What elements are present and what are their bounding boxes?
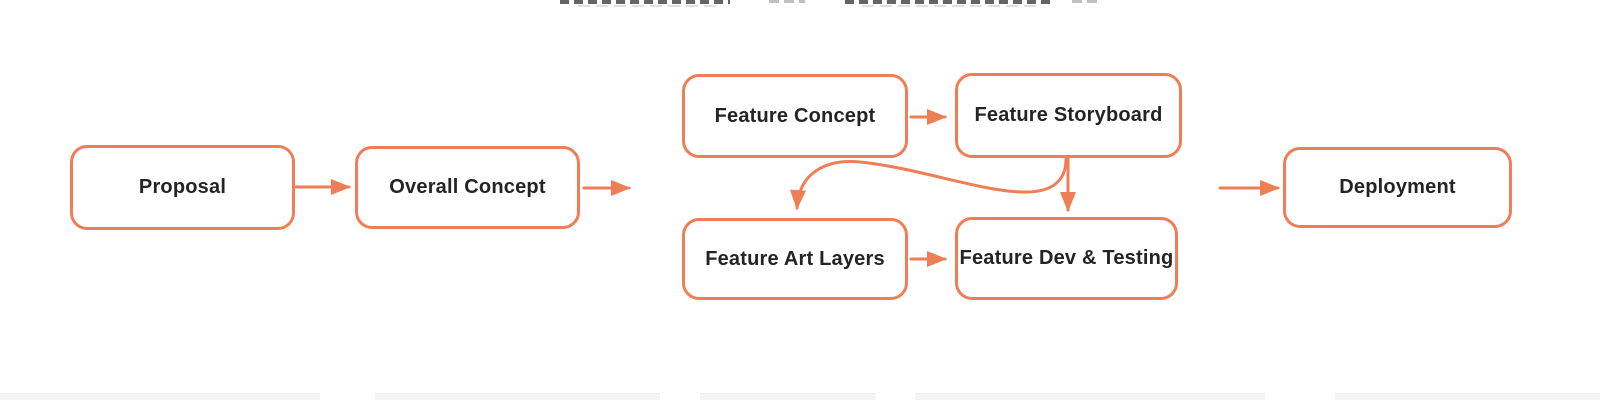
node-deployment: Deployment — [1283, 147, 1512, 228]
node-feature-art-layers: Feature Art Layers — [682, 218, 908, 300]
node-label: Feature Dev & Testing — [959, 247, 1174, 269]
cropped-element-fragment — [700, 393, 875, 400]
node-label: Proposal — [138, 176, 227, 198]
node-proposal: Proposal — [70, 145, 295, 230]
cropped-text-fragment — [769, 0, 805, 3]
node-feature-concept: Feature Concept — [682, 74, 908, 158]
cropped-text-fragment — [1072, 0, 1098, 3]
cropped-text-fragment — [862, 5, 1037, 7]
cropped-element-fragment — [0, 393, 320, 400]
cropped-text-fragment — [845, 0, 1051, 4]
node-label: Feature Storyboard — [974, 104, 1163, 126]
node-label: Feature Art Layers — [705, 247, 885, 270]
node-feature-dev-testing: Feature Dev & Testing — [955, 217, 1178, 300]
node-label: Feature Concept — [714, 104, 876, 127]
node-overall-concept: Overall Concept — [355, 146, 580, 229]
edge-feature-storyboard-to-feature-art-layers — [789, 157, 1068, 210]
cropped-element-fragment — [915, 393, 1265, 400]
cropped-text-fragment — [578, 5, 718, 7]
cropped-element-fragment — [1335, 393, 1600, 400]
cropped-element-fragment — [375, 393, 660, 400]
cropped-text-fragment — [560, 0, 730, 4]
node-label: Overall Concept — [389, 176, 546, 198]
node-label: Deployment — [1339, 176, 1456, 198]
node-feature-storyboard: Feature Storyboard — [955, 73, 1182, 158]
